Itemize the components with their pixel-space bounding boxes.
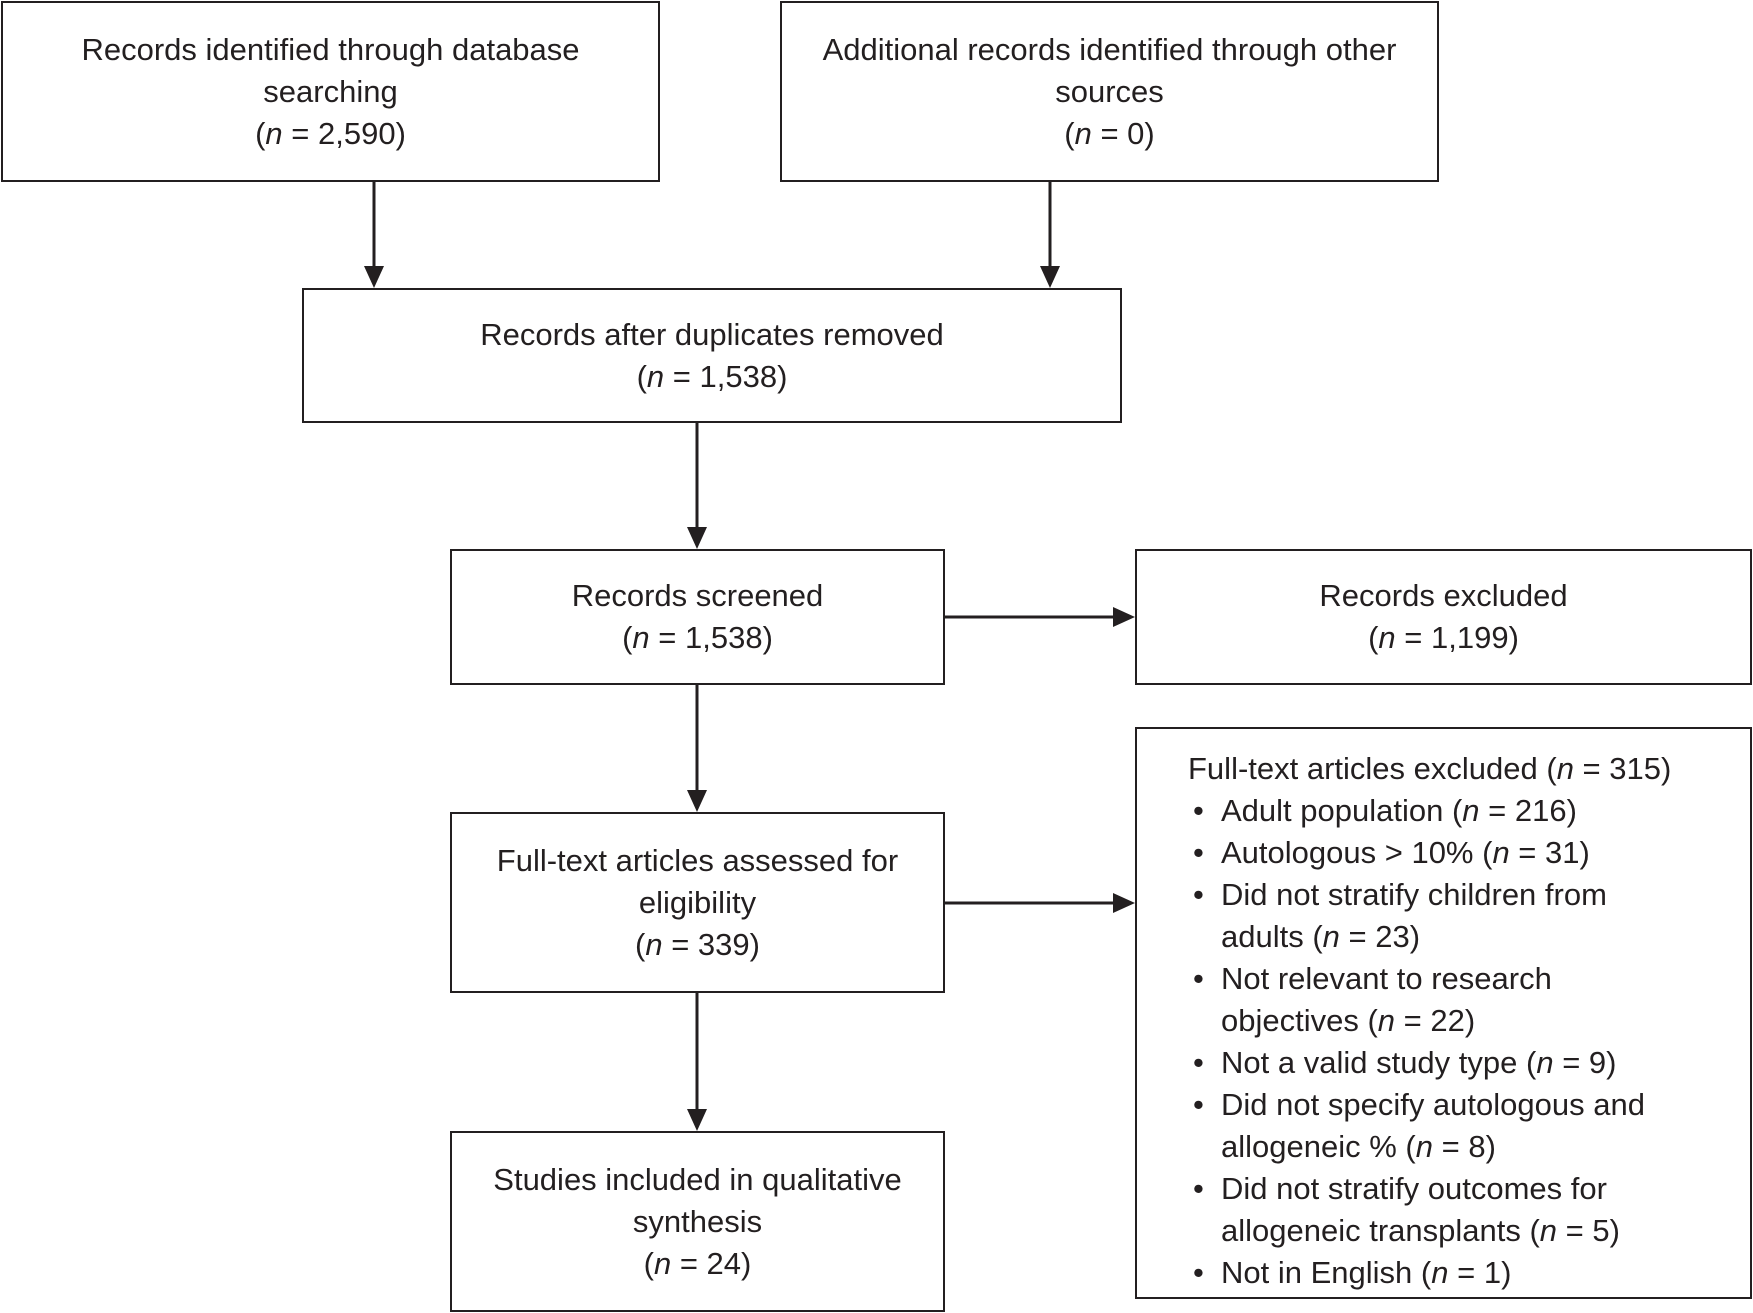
box-count: (n = 2,590) <box>255 115 406 151</box>
box-label: sources <box>1055 73 1164 109</box>
fulltext-excluded-box: Full-text articles excluded (n = 315) Ad… <box>1135 727 1752 1299</box>
records-screened-box: Records screened (n = 1,538) <box>450 549 945 685</box>
box-count: (n = 339) <box>635 926 760 962</box>
exclusion-reason: Autologous > 10% (n = 31) <box>1188 832 1645 874</box>
box-label: Studies included in qualitative <box>493 1161 902 1197</box>
box-count: (n = 0) <box>1064 115 1155 151</box>
fulltext-excluded-heading: Full-text articles excluded (n = 315) <box>1188 751 1672 786</box>
box-label: searching <box>263 73 398 109</box>
exclusion-reason: Not in English (n = 1) <box>1188 1252 1645 1294</box>
box-label: eligibility <box>638 884 757 920</box>
exclusion-reason: Did not stratify outcomes forallogeneic … <box>1188 1168 1645 1252</box>
box-label: Full-text articles assessed for <box>496 842 899 878</box>
box-label: Additional records identified through ot… <box>822 31 1397 67</box>
box-count: (n = 1,199) <box>1368 620 1519 655</box>
arrowhead-ftexcluded <box>1113 893 1135 913</box>
box-count: (n = 1,538) <box>636 358 788 394</box>
box-label: Records excluded <box>1319 578 1568 613</box>
arrowhead-dedup <box>687 527 707 549</box>
exclusion-reasons-list: Adult population (n = 216) Autologous > … <box>1188 790 1645 1294</box>
arrowhead-excluded <box>1113 607 1135 627</box>
box-label: Records identified through database <box>81 31 580 67</box>
exclusion-reason: Not a valid study type (n = 9) <box>1188 1042 1645 1084</box>
box-count: (n = 24) <box>643 1245 752 1281</box>
exclusion-reason: Adult population (n = 216) <box>1188 790 1645 832</box>
additional-records-box: Additional records identified through ot… <box>780 1 1439 182</box>
records-identified-database-box: Records identified through database sear… <box>1 1 660 182</box>
box-label: Records screened <box>571 578 824 613</box>
exclusion-reason: Did not specify autologous andallogeneic… <box>1188 1084 1645 1168</box>
arrowhead-database <box>364 266 384 288</box>
records-excluded-box: Records excluded (n = 1,199) <box>1135 549 1752 685</box>
arrowhead-fulltext <box>687 790 707 812</box>
box-label: Records after duplicates removed <box>480 316 944 352</box>
box-label: synthesis <box>632 1203 763 1239</box>
arrowhead-other <box>1040 266 1060 288</box>
arrowhead-included <box>687 1109 707 1131</box>
studies-included-box: Studies included in qualitative synthesi… <box>450 1131 945 1312</box>
box-count: (n = 1,538) <box>622 620 773 655</box>
fulltext-assessed-box: Full-text articles assessed for eligibil… <box>450 812 945 993</box>
duplicates-removed-box: Records after duplicates removed (n = 1,… <box>302 288 1122 423</box>
